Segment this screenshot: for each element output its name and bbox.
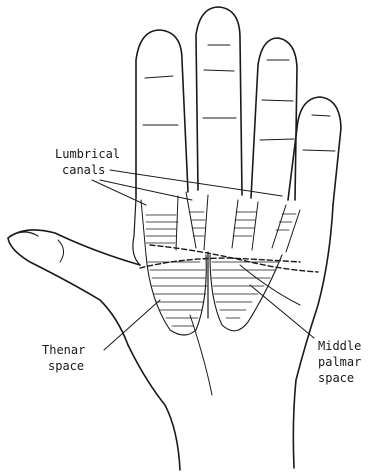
middle-finger-crease-upper — [204, 70, 234, 71]
thumb-nail — [10, 232, 38, 236]
palmar-line-dashed-upper — [150, 245, 318, 272]
little-finger-nail — [312, 115, 330, 116]
little-finger-crease — [303, 150, 335, 151]
leader-thenar — [104, 300, 160, 350]
distal-palm-crease — [240, 265, 300, 305]
palm-radial-edge — [128, 345, 180, 470]
index-finger-outline — [136, 30, 188, 198]
thumb-outline — [8, 230, 140, 345]
leader-middle-palmar — [250, 285, 314, 338]
ring-finger-outline — [251, 38, 297, 200]
lumbrical-canal-little — [272, 205, 300, 252]
thenar-space-outline — [146, 255, 206, 335]
thumb-crease — [58, 240, 64, 262]
label-thenar-line2: space — [48, 359, 84, 373]
middle-finger-outline — [196, 7, 242, 195]
label-thenar-line1: Thenar — [42, 343, 85, 357]
index-finger-crease-upper — [145, 76, 173, 78]
lumbrical-canal-middle — [186, 192, 208, 250]
lumbrical-canal-ring — [232, 200, 258, 250]
ring-finger-crease-lower — [260, 139, 294, 140]
label-lumbrical-line2: canals — [62, 163, 105, 177]
ring-finger-crease-upper — [262, 100, 293, 101]
thenar-crease — [190, 315, 212, 395]
label-middle-palmar-line1: Middle — [318, 339, 361, 353]
label-middle-palmar-line3: space — [318, 371, 354, 385]
label-middle-palmar-line2: palmar — [318, 355, 361, 369]
palm-base-join — [133, 198, 140, 265]
palm-ulnar-edge — [293, 205, 333, 468]
palmar-space-hatching — [146, 212, 296, 326]
label-lumbrical-line1: Lumbrical — [55, 147, 120, 161]
